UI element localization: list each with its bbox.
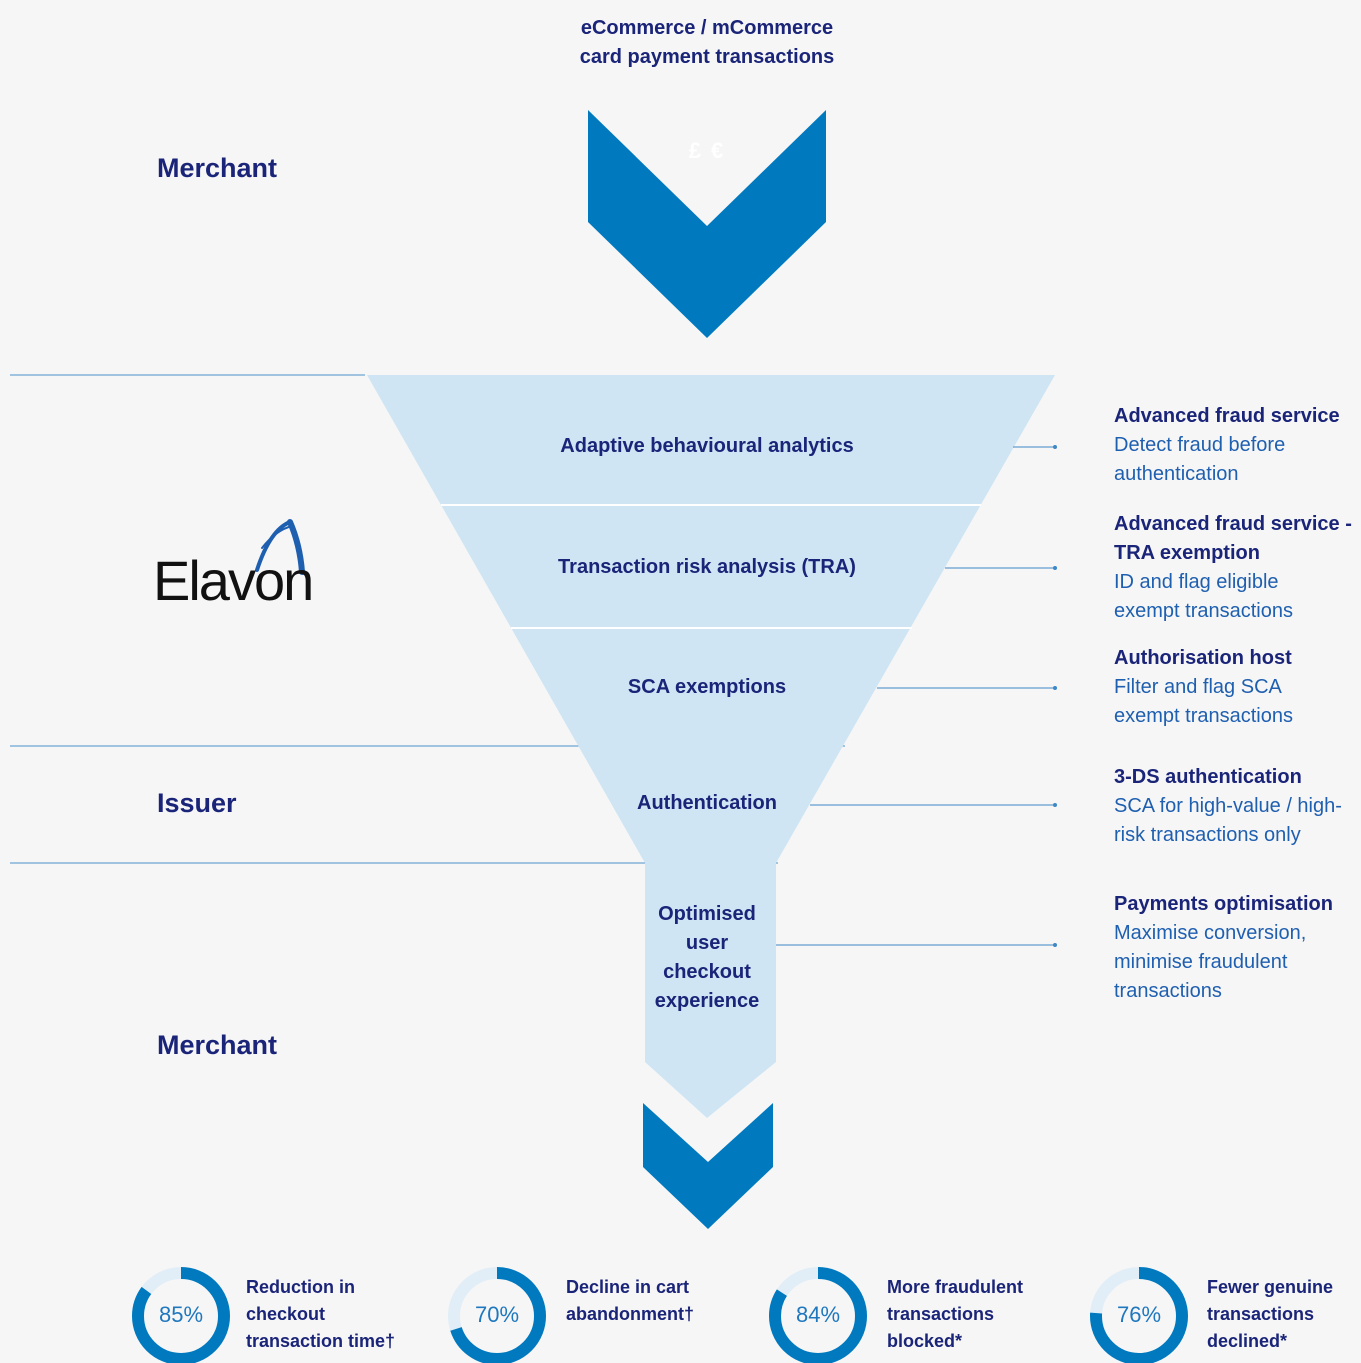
stat-rings	[132, 1267, 1188, 1363]
top-chevron-arrow	[588, 110, 826, 338]
stat-ring-progress	[448, 1267, 546, 1363]
merchant-label-top: Merchant	[157, 153, 278, 183]
stat-ring-progress	[132, 1267, 230, 1363]
service-payments-optimisation: Payments optimisation Maximise conversio…	[1114, 890, 1361, 1006]
stat-value: 85%	[158, 1302, 204, 1327]
stat-label: More fraudulent transactions blocked*	[887, 1277, 1024, 1351]
merchant-label-bottom: Merchant	[157, 1030, 278, 1060]
service-description: Detect fraud before authentication	[1114, 434, 1286, 485]
transaction-type-title: eCommerce / mCommerce card payment trans…	[579, 17, 835, 68]
service-description: SCA for high-value / high-risk transacti…	[1114, 795, 1342, 846]
stat-label: Decline in cart abandonment†	[566, 1277, 695, 1324]
service-advanced-fraud: Advanced fraud service Detect fraud befo…	[1114, 402, 1361, 489]
currency-symbols: £ €	[688, 138, 726, 163]
service-title: 3-DS authentication	[1114, 766, 1302, 788]
stage-tra: Transaction risk analysis (TRA)	[558, 556, 856, 578]
issuer-label: Issuer	[157, 788, 237, 818]
stage-optimised-checkout: Optimised user checkout experience	[654, 903, 760, 1012]
stage-authentication: Authentication	[637, 792, 777, 814]
service-title: Advanced fraud service	[1114, 405, 1340, 427]
elavon-logo: Elavon	[153, 549, 314, 612]
stat-value: 70%	[474, 1302, 520, 1327]
service-description: ID and flag eligible exempt transactions	[1114, 571, 1293, 622]
service-title: Payments optimisation	[1114, 893, 1333, 915]
funnel-shape	[367, 375, 1055, 1118]
stat-ring-progress	[769, 1267, 867, 1363]
stage-sca-exemptions: SCA exemptions	[627, 676, 787, 698]
service-tra-exemption: Advanced fraud service - TRA exemption I…	[1114, 510, 1361, 626]
bottom-chevron-arrow	[643, 1103, 773, 1229]
service-3ds-authentication: 3-DS authentication SCA for high-value /…	[1114, 763, 1361, 850]
stage-adaptive-analytics: Adaptive behavioural analytics	[560, 435, 854, 457]
stat-label: Fewer genuine transactions declined*	[1207, 1277, 1334, 1351]
service-connectors	[776, 445, 1057, 947]
service-description: Filter and flag SCA exempt transactions	[1114, 676, 1293, 727]
stat-value: 84%	[795, 1302, 841, 1327]
elavon-logo-swoosh	[255, 519, 305, 575]
stat-value: 76%	[1116, 1302, 1162, 1327]
service-title: Advanced fraud service - TRA exemption	[1114, 513, 1352, 564]
stat-ring-progress	[1090, 1267, 1188, 1363]
service-title: Authorisation host	[1114, 647, 1292, 669]
service-description: Maximise conversion, minimise fraudulent…	[1114, 922, 1307, 1002]
stat-label: Reduction in checkout transaction time†	[246, 1277, 396, 1351]
service-authorisation-host: Authorisation host Filter and flag SCA e…	[1114, 644, 1361, 731]
